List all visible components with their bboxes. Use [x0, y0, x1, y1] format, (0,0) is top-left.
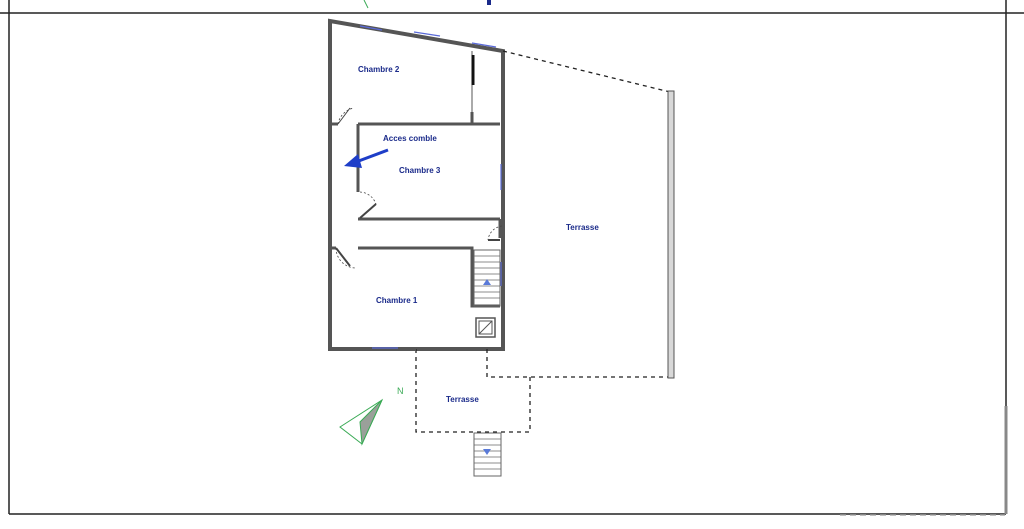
terrace-main-outline — [486, 50, 675, 379]
label-chambre-2: Chambre 2 — [358, 65, 400, 74]
label-terrasse-main: Terrasse — [566, 223, 599, 232]
appliance-box — [475, 317, 496, 338]
label-chambre-1: Chambre 1 — [376, 296, 418, 305]
doors — [335, 107, 503, 269]
windows — [359, 25, 502, 349]
acces-comble-arrow — [344, 148, 389, 168]
label-terrasse-small: Terrasse — [446, 395, 479, 404]
compass-label: N — [397, 386, 404, 396]
page-frame — [0, 0, 1024, 516]
label-chambre-3: Chambre 3 — [399, 166, 441, 175]
interior-staircase — [473, 249, 501, 307]
terrace-small-outline — [400, 347, 531, 433]
exterior-staircase — [473, 432, 502, 477]
compass-icon: N — [339, 386, 404, 446]
label-acces-comble: Acces comble — [383, 134, 437, 143]
